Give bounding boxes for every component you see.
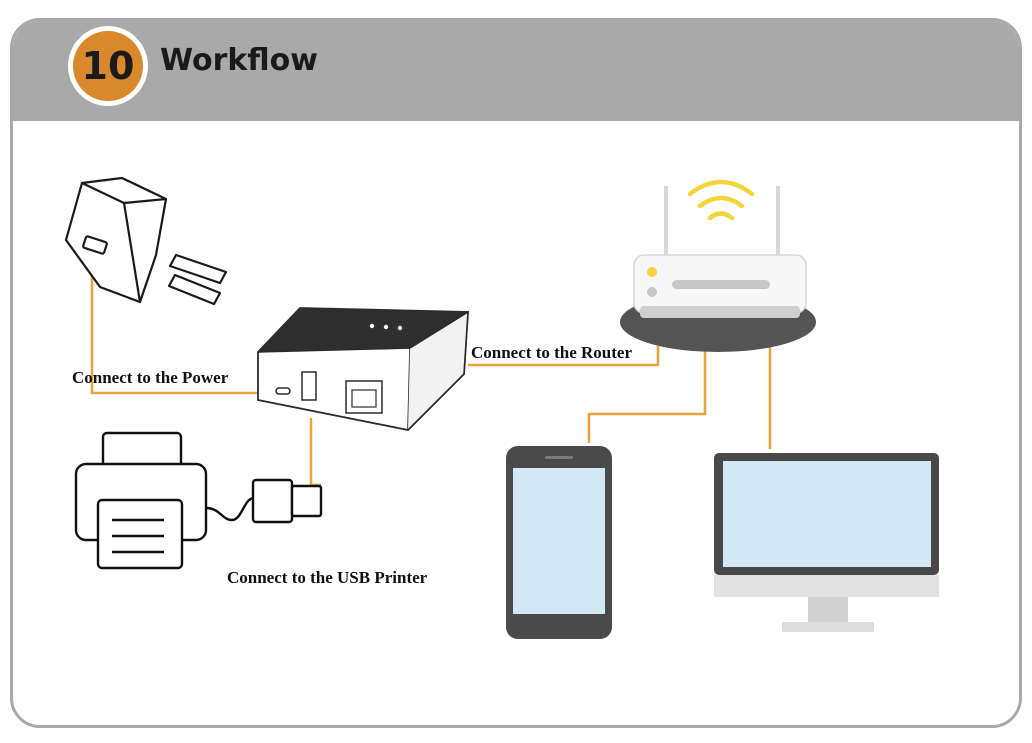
label-printer: Connect to the USB Printer bbox=[227, 568, 428, 587]
usb-plug-icon bbox=[205, 478, 323, 524]
print-server-icon bbox=[257, 307, 469, 431]
router-icon bbox=[620, 186, 816, 352]
label-router: Connect to the Router bbox=[471, 343, 632, 362]
power-cable bbox=[90, 255, 258, 395]
wifi-icon bbox=[687, 179, 755, 221]
monitor-icon bbox=[714, 453, 939, 632]
step-number: 10 bbox=[73, 31, 143, 101]
printer-icon bbox=[74, 431, 208, 570]
header-bar: 10 Workflow bbox=[13, 21, 1019, 121]
usb-printer-cable bbox=[309, 418, 321, 487]
power-adapter-icon bbox=[64, 176, 228, 306]
phone-cable bbox=[587, 316, 707, 443]
step-badge: 10 bbox=[68, 26, 148, 106]
smartphone-icon bbox=[506, 446, 612, 639]
label-power: Connect to the Power bbox=[72, 368, 229, 387]
section-title: Workflow bbox=[160, 43, 318, 78]
